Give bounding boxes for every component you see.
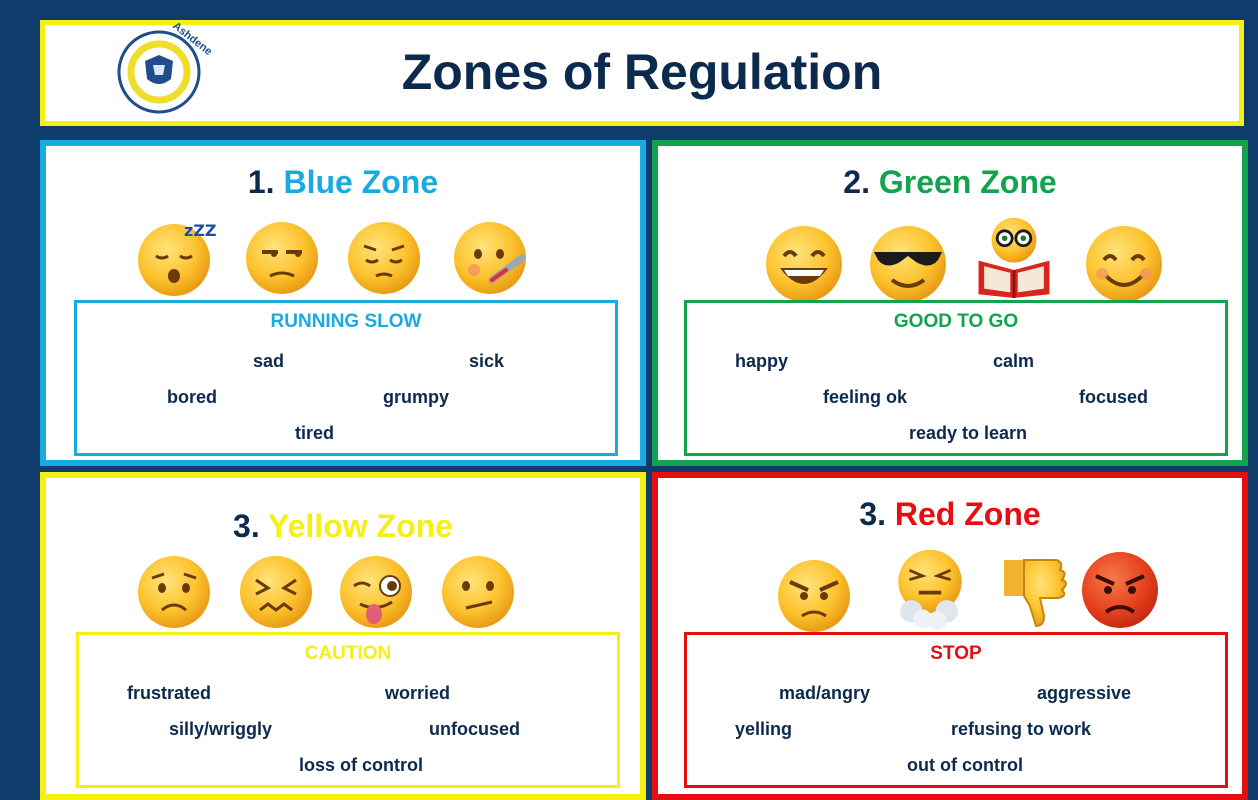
- word-mad-angry: mad/angry: [779, 683, 871, 703]
- pensive-face-icon: [348, 222, 420, 294]
- confused-face-icon: [442, 556, 514, 628]
- yellow-zone-box: CAUTION frustrated worried silly/wriggly…: [76, 632, 620, 788]
- yellow-zone-label: CAUTION: [304, 643, 392, 664]
- yellow-zone-number: 3.: [233, 508, 260, 544]
- yellow-zone-name: Yellow Zone: [268, 508, 453, 544]
- blue-zone-emojis: zZZ: [46, 214, 640, 298]
- green-zone-emojis: [658, 214, 1242, 302]
- pouting-face-icon: [1082, 552, 1158, 628]
- word-unfocused: unfocused: [429, 719, 521, 739]
- word-sad: sad: [253, 351, 285, 371]
- word-bored: bored: [167, 387, 218, 407]
- word-ready-to-learn: ready to learn: [909, 423, 1028, 443]
- reading-face-icon: [978, 217, 1050, 298]
- yellow-zone-title: 3. Yellow Zone: [46, 508, 640, 545]
- winking-tongue-face-icon: [340, 556, 412, 628]
- green-zone-title: 2. Green Zone: [658, 164, 1242, 201]
- blue-zone-box: RUNNING SLOW sad sick bored grumpy tired: [74, 300, 618, 456]
- steam-face-icon: [898, 549, 962, 630]
- green-zone-number: 2.: [843, 164, 870, 200]
- thermometer-face-icon: [454, 222, 526, 294]
- page-title: Zones of Regulation: [401, 44, 883, 100]
- red-zone-title: 3. Red Zone: [658, 496, 1242, 533]
- grinning-face-icon: [766, 226, 842, 302]
- blue-zone-label: RUNNING SLOW: [270, 311, 422, 332]
- svg-text:zZZ: zZZ: [184, 221, 217, 240]
- word-refusing-to-work: refusing to work: [951, 719, 1092, 739]
- school-logo: [117, 30, 201, 114]
- angry-face-icon: [778, 560, 850, 632]
- red-zone-name: Red Zone: [894, 496, 1041, 532]
- word-feeling-ok: feeling ok: [823, 387, 908, 407]
- word-out-of-control: out of control: [907, 755, 1023, 775]
- sunglasses-face-icon: [870, 226, 946, 302]
- confounded-face-icon: [240, 556, 312, 628]
- word-aggressive: aggressive: [1037, 683, 1132, 703]
- word-worried: worried: [385, 683, 451, 703]
- word-focused: focused: [1079, 387, 1149, 407]
- sleepy-face-icon: zZZ: [138, 221, 217, 296]
- word-sick: sick: [469, 351, 505, 371]
- thumbs-down-icon: [1004, 559, 1067, 628]
- header-banner: Ashdene Zones of Regulation: [40, 20, 1244, 126]
- yellow-zone-panel: 3. Yellow Zone: [40, 472, 646, 800]
- green-zone-label: GOOD TO GO: [893, 311, 1019, 332]
- red-zone-label: STOP: [930, 643, 982, 664]
- word-yelling: yelling: [735, 719, 793, 739]
- word-happy: happy: [735, 351, 789, 371]
- unamused-face-icon: [246, 222, 318, 294]
- worried-face-icon: [138, 556, 210, 628]
- green-zone-box: GOOD TO GO happy calm feeling ok focused…: [684, 300, 1228, 456]
- yellow-zone-emojis: [46, 550, 640, 634]
- word-grumpy: grumpy: [383, 387, 450, 407]
- word-loss-of-control: loss of control: [299, 755, 424, 775]
- green-zone-name: Green Zone: [878, 164, 1057, 200]
- red-zone-panel: 3. Red Zone ST: [652, 472, 1248, 800]
- smiling-face-icon: [1086, 226, 1162, 302]
- word-tired: tired: [295, 423, 335, 443]
- blue-zone-title: 1. Blue Zone: [46, 164, 640, 201]
- word-frustrated: frustrated: [127, 683, 212, 703]
- blue-zone-name: Blue Zone: [283, 164, 439, 200]
- word-silly-wriggly: silly/wriggly: [169, 719, 273, 739]
- red-zone-emojis: [658, 546, 1242, 632]
- blue-zone-panel: 1. Blue Zone zZZ: [40, 140, 646, 466]
- green-zone-panel: 2. Green Zone: [652, 140, 1248, 466]
- word-calm: calm: [993, 351, 1035, 371]
- red-zone-box: STOP mad/angry aggressive yelling refusi…: [684, 632, 1228, 788]
- blue-zone-number: 1.: [247, 164, 275, 200]
- red-zone-number: 3.: [859, 496, 886, 532]
